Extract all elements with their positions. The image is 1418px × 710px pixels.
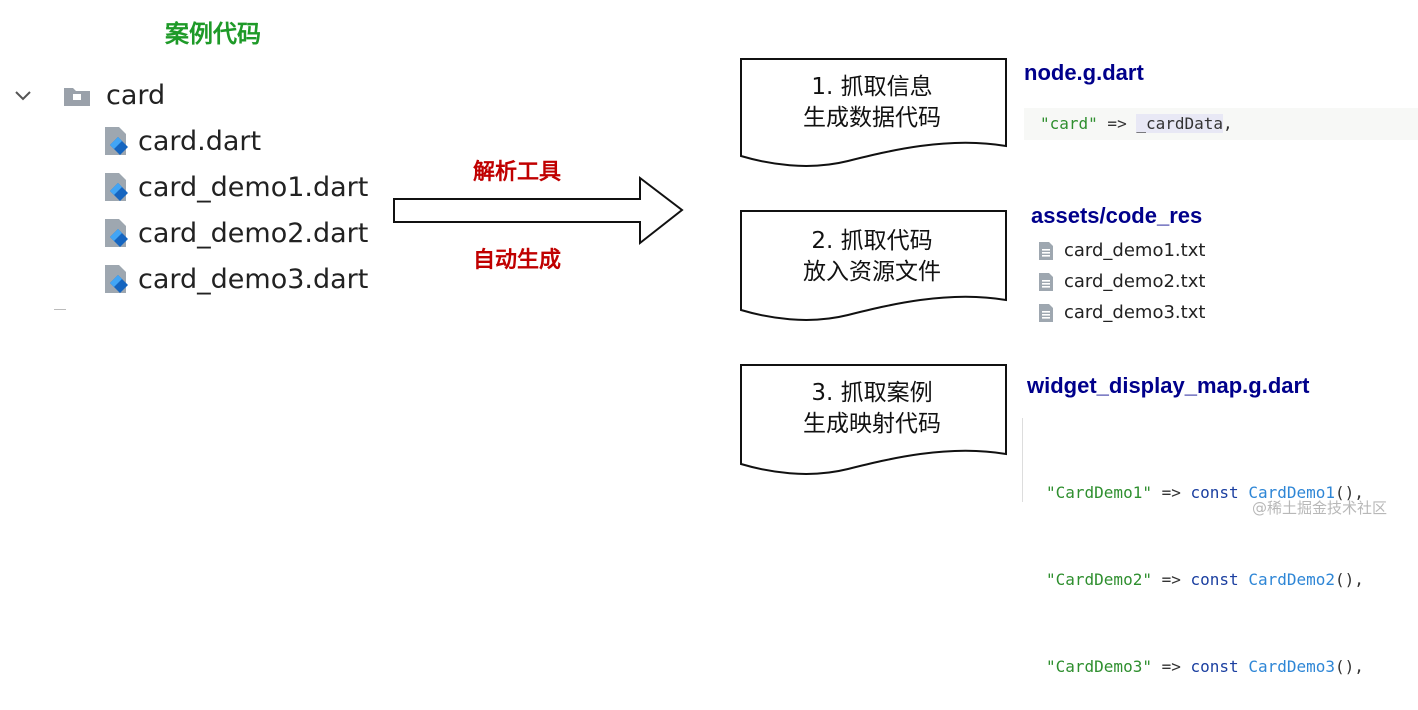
step1-line1: 1. 抓取信息 [811,74,933,100]
step1-text: 1. 抓取信息 生成数据代码 [740,72,1004,134]
file-row-card-demo3[interactable]: card_demo3.dart [100,262,368,296]
txt-file-row[interactable]: card_demo1.txt [1038,240,1205,261]
step2-text: 2. 抓取代码 放入资源文件 [740,226,1004,288]
step2-line1: 2. 抓取代码 [811,228,933,254]
code-string: "card" [1040,114,1098,133]
chevron-down-icon[interactable] [12,85,34,107]
code-operator: => [1151,483,1191,502]
code-punct: (), [1335,657,1364,676]
process-arrow-icon [393,175,684,246]
code-string: "CardDemo1" [1046,483,1152,502]
step3-line1: 3. 抓取案例 [811,380,933,406]
txt-file-label: card_demo2.txt [1064,271,1206,292]
code-operator: => [1151,657,1191,676]
text-file-icon [1039,241,1053,260]
dart-file-icon [100,124,134,158]
code-keyword: const [1190,483,1239,502]
node-code-block: "card" => _cardData, [1024,108,1418,140]
code-punct: , [1223,114,1233,133]
parse-tool-label: 解析工具 [473,160,562,185]
step2-document-shape [740,210,1007,321]
text-file-icon [1039,303,1053,322]
map-code-line: "CardDemo3" => const CardDemo3(), [1046,652,1364,681]
code-operator: => [1097,114,1137,133]
txt-file-label: card_demo1.txt [1064,240,1206,261]
folder-label: card [106,80,166,111]
code-punct: (), [1335,483,1364,502]
code-identifier: _cardData [1136,114,1224,133]
code-class: CardDemo1 [1248,483,1336,502]
file-label: card.dart [138,125,262,157]
map-code-line: "CardDemo1" => const CardDemo1(), [1046,478,1364,507]
auto-generate-label: 自动生成 [473,248,562,273]
text-file-icon [1039,272,1053,291]
file-label: card_demo3.dart [138,263,369,295]
code-keyword: const [1190,657,1239,676]
txt-file-row[interactable]: card_demo2.txt [1038,271,1205,292]
folder-icon [62,84,92,108]
file-row-card-demo1[interactable]: card_demo1.dart [100,170,368,204]
file-label: card_demo1.dart [138,171,369,203]
step2-line2: 放入资源文件 [803,259,941,285]
watermark: @稀土掘金技术社区 [1252,499,1388,517]
code-class: CardDemo2 [1248,570,1336,589]
step1-line2: 生成数据代码 [803,105,941,131]
code-gutter-line [1022,418,1023,502]
assets-folder-heading: assets/code_res [1031,203,1203,228]
map-code-block: "CardDemo1" => const CardDemo1(), "CardD… [1046,420,1364,710]
dart-file-icon [100,216,134,250]
folder-row-card[interactable]: card [12,80,165,111]
step3-line2: 生成映射代码 [803,411,941,437]
code-keyword: const [1190,570,1239,589]
node-file-heading: node.g.dart [1024,60,1144,85]
map-code-line: "CardDemo2" => const CardDemo2(), [1046,565,1364,594]
code-operator: => [1151,570,1191,589]
case-code-heading: 案例代码 [165,20,261,48]
txt-file-label: card_demo3.txt [1064,302,1206,323]
dart-file-icon [100,170,134,204]
step3-text: 3. 抓取案例 生成映射代码 [740,378,1004,440]
file-row-card[interactable]: card.dart [100,124,261,158]
file-label: card_demo2.dart [138,217,369,249]
code-punct: (), [1335,570,1364,589]
txt-file-row[interactable]: card_demo3.txt [1038,302,1205,323]
code-string: "CardDemo3" [1046,657,1152,676]
map-file-heading: widget_display_map.g.dart [1027,373,1310,398]
code-string: "CardDemo2" [1046,570,1152,589]
code-class: CardDemo3 [1248,657,1336,676]
dart-file-icon [100,262,134,296]
file-row-card-demo2[interactable]: card_demo2.dart [100,216,368,250]
step3-document-shape [740,364,1007,475]
tree-divider [54,309,66,310]
step1-document-shape [740,58,1007,167]
